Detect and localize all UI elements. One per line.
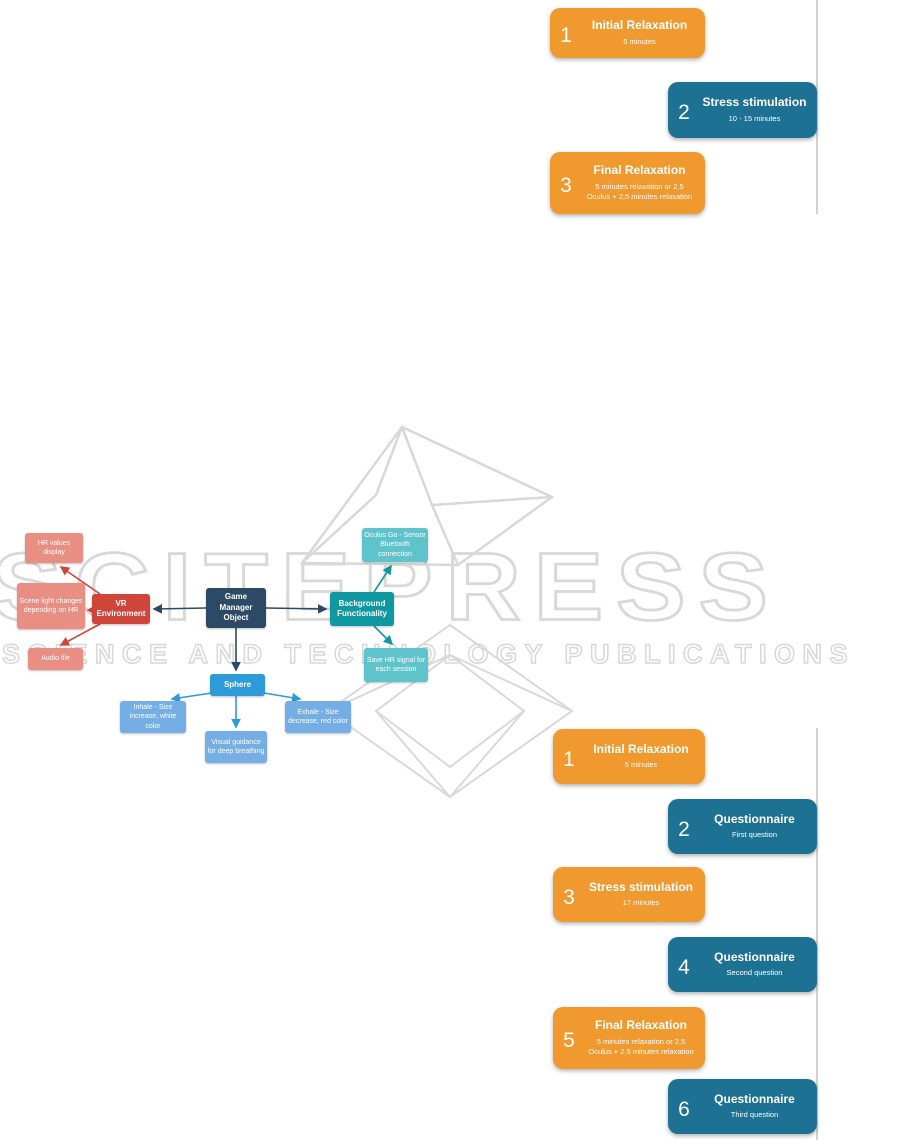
step-number: 3	[563, 885, 575, 909]
step-body: Initial Relaxation 5 minutes	[585, 729, 705, 784]
step-subtitle: Second question	[726, 968, 783, 978]
step-title: Initial Relaxation	[591, 18, 688, 33]
timeline-step-1: 1 Initial Relaxation 5 minutes	[553, 729, 705, 784]
step-title: Stress stimulation	[588, 879, 694, 894]
node-save-hr: Save HR signal for each session	[364, 648, 428, 682]
step-title: Stress stimulation	[702, 95, 807, 110]
timeline-step-4: 4 Questionnaire Second question	[668, 937, 817, 992]
timeline-step-3: 3 Stress stimulation 17 minutes	[553, 867, 705, 922]
step-title: Final Relaxation	[593, 162, 686, 177]
step-body: Initial Relaxation 5 minutes	[582, 8, 705, 58]
step-body: Questionnaire First question	[700, 799, 817, 854]
step-title: Questionnaire	[714, 1091, 795, 1106]
step-body: Questionnaire Third question	[700, 1079, 817, 1134]
step-body: Final Relaxation 5 minutes relaxation or…	[582, 152, 705, 214]
timeline-axis	[816, 0, 818, 214]
step-subtitle: 17 minutes	[622, 898, 660, 908]
step-number: 1	[563, 747, 575, 771]
node-sphere: Sphere	[210, 674, 265, 696]
node-background-functionality: Background Functionality	[330, 592, 394, 626]
step-title: Questionnaire	[714, 811, 795, 826]
step-number: 3	[560, 174, 572, 197]
step-number: 5	[563, 1029, 575, 1052]
timeline-step-6: 6 Questionnaire Third question	[668, 1079, 817, 1134]
timeline-axis	[816, 728, 818, 1140]
timeline-step-1: 1 Initial Relaxation 5 minutes	[550, 8, 705, 58]
timeline-step-3: 3 Final Relaxation 5 minutes relaxation …	[550, 152, 705, 214]
step-body: Stress stimulation 10 - 15 minutes	[700, 82, 817, 138]
step-subtitle: First question	[731, 830, 778, 840]
node-vr-environment: VR Environment	[92, 594, 150, 624]
step-subtitle: 5 minutes relaxation or 2,5 Oculus + 2,5…	[586, 181, 693, 201]
node-audio-file: Audio file	[28, 648, 83, 670]
step-number: 6	[678, 1097, 690, 1121]
node-exhale: Exhale - Size decrease, red color	[285, 701, 351, 733]
step-subtitle: 5 minutes	[624, 760, 658, 770]
step-number: 1	[560, 24, 572, 47]
step-title: Initial Relaxation	[593, 741, 689, 756]
step-number: 2	[678, 817, 690, 841]
step-subtitle: Third question	[730, 1110, 779, 1120]
timeline-step-5: 5 Final Relaxation 5 minutes relaxation …	[553, 1007, 705, 1069]
step-number: 4	[678, 955, 690, 979]
step-body: Questionnaire Second question	[700, 937, 817, 992]
node-oculus-go: Oculus Go - Sensor Bluetooth connection	[362, 528, 428, 562]
node-hr-values: HR values display	[25, 533, 83, 563]
node-scene-light: Scene light changes depending on HR	[17, 583, 85, 629]
step-number: 2	[678, 101, 690, 124]
flowchart-figure: HR values display Scene light changes de…	[0, 420, 480, 780]
step-subtitle: 5 minutes relaxation or 2,5 Oculus + 2,5…	[588, 1036, 694, 1056]
node-visual-guidance: Visual guidance for deep breathing	[205, 731, 267, 763]
timeline-step-2: 2 Stress stimulation 10 - 15 minutes	[668, 82, 817, 138]
node-inhale: Inhale - Size increase, white color	[120, 701, 186, 733]
step-title: Questionnaire	[714, 949, 795, 964]
step-body: Final Relaxation 5 minutes relaxation or…	[585, 1007, 705, 1069]
step-body: Stress stimulation 17 minutes	[585, 867, 705, 922]
step-subtitle: 10 - 15 minutes	[728, 113, 781, 123]
step-subtitle: 5 minutes	[623, 36, 656, 46]
timeline-step-2: 2 Questionnaire First question	[668, 799, 817, 854]
node-game-manager: Game Manager Object	[206, 588, 266, 628]
step-title: Final Relaxation	[594, 1017, 688, 1032]
